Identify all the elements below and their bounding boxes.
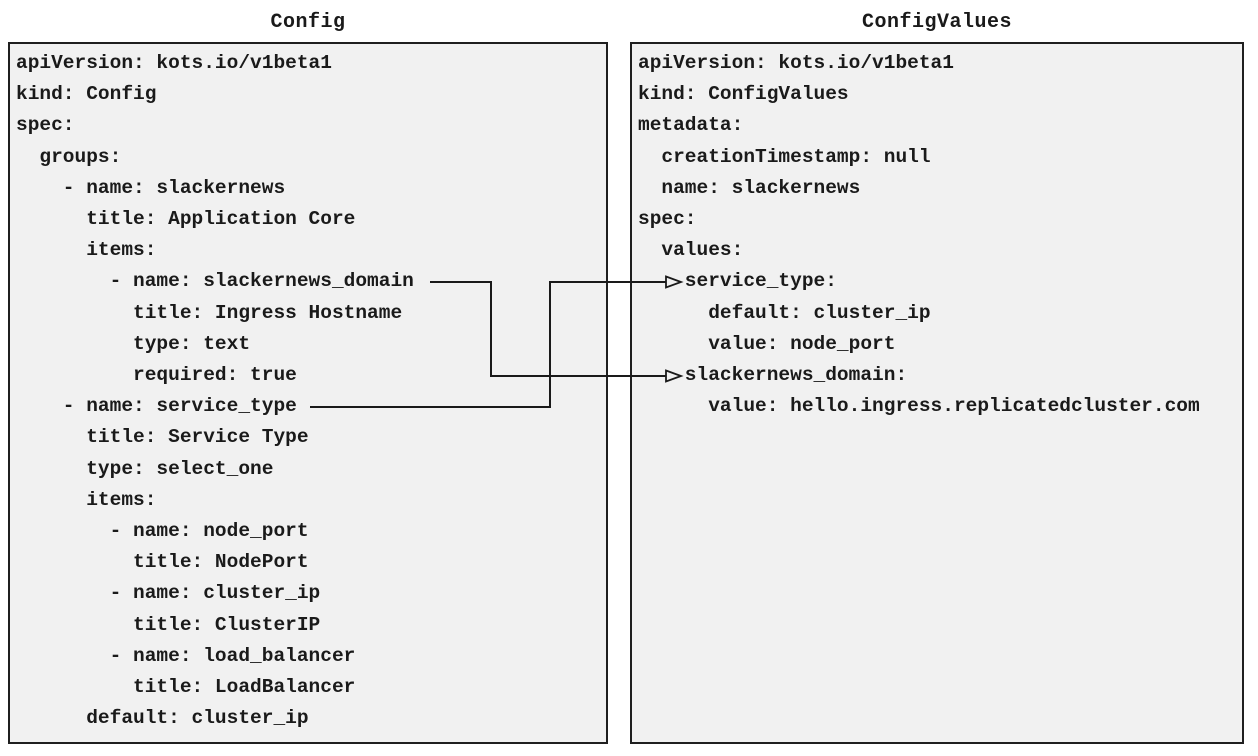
code-line: value: hello.ingress.replicatedcluster.c… (638, 395, 1200, 418)
config-yaml-panel: apiVersion: kots.io/v1beta1 kind: Config s… (8, 42, 608, 744)
code-line: kind: Config (16, 83, 157, 106)
code-line: - name: load_balancer (16, 644, 356, 667)
code-line: title: ClusterIP (16, 613, 321, 636)
code-line: title: Application Core (16, 208, 356, 231)
code-line: title: LoadBalancer (16, 676, 356, 699)
code-line: values: (638, 239, 744, 262)
code-line: - name: node_port (16, 520, 309, 543)
code-line: - name: cluster_ip (16, 582, 321, 605)
config-yaml-code: apiVersion: kots.io/v1beta1 kind: Config s… (16, 48, 600, 734)
code-line: service_type: (638, 270, 837, 293)
code-line: creationTimestamp: null (638, 145, 931, 168)
code-line: type: text (16, 332, 251, 355)
code-line: spec: (16, 114, 75, 137)
code-line: - name: slackernews_domain (16, 270, 414, 293)
code-line: name: slackernews (638, 176, 861, 199)
code-line: items: (16, 239, 157, 262)
code-line: metadata: (638, 114, 744, 137)
code-line: value: node_port (638, 332, 896, 355)
code-line: - name: service_type (16, 395, 297, 418)
code-line: required: true (16, 364, 297, 387)
code-line: items: (16, 488, 157, 511)
configvalues-panel-title: ConfigValues (861, 11, 1013, 34)
code-line: type: select_one (16, 457, 274, 480)
code-line: apiVersion: kots.io/v1beta1 (638, 52, 954, 74)
code-line: default: cluster_ip (638, 301, 931, 324)
configvalues-yaml-panel: apiVersion: kots.io/v1beta1 kind: ConfigV… (630, 42, 1244, 744)
code-line: slackernews_domain: (638, 364, 908, 387)
code-line: - name: slackernews (16, 176, 286, 199)
configvalues-yaml-code: apiVersion: kots.io/v1beta1 kind: ConfigV… (638, 48, 1236, 422)
code-line: title: NodePort (16, 551, 309, 574)
code-line: apiVersion: kots.io/v1beta1 (16, 52, 332, 74)
code-line: spec: (638, 208, 697, 231)
code-line: default: cluster_ip (16, 707, 309, 730)
code-line: kind: ConfigValues (638, 83, 849, 106)
code-line: title: Ingress Hostname (16, 301, 403, 324)
config-panel-title: Config (270, 11, 346, 34)
code-line: groups: (16, 145, 122, 168)
code-line: title: Service Type (16, 426, 309, 449)
